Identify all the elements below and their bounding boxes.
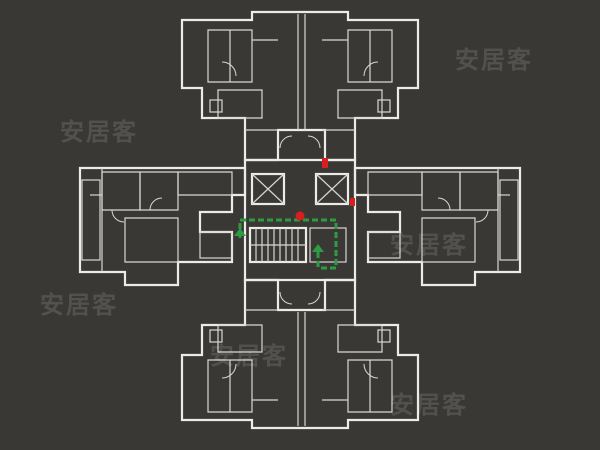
watermark-logo: 安居客 — [60, 118, 138, 146]
location-marker-icon — [295, 211, 305, 221]
watermark-logo: 安居客 — [40, 291, 118, 319]
route-arrow-icon-right — [312, 244, 324, 252]
stair-treads — [250, 228, 306, 262]
watermark-logo: 安居客 — [390, 391, 468, 419]
top-wing — [180, 10, 420, 162]
bottom-wing — [180, 278, 420, 430]
right-wing — [353, 166, 522, 287]
watermark-logo: 安居客 — [210, 342, 288, 370]
fire-hydrant-marker-right — [350, 198, 355, 206]
watermark-logo: 安居客 — [455, 46, 533, 74]
evacuation-route — [234, 211, 338, 270]
left-wing — [78, 166, 247, 287]
elevator-right — [314, 172, 350, 206]
route-arrow-icon-left — [234, 228, 246, 236]
watermark-logo: 安居客 — [390, 231, 468, 259]
fire-hydrant-marker-top — [322, 158, 328, 168]
elevator-left — [250, 172, 286, 206]
